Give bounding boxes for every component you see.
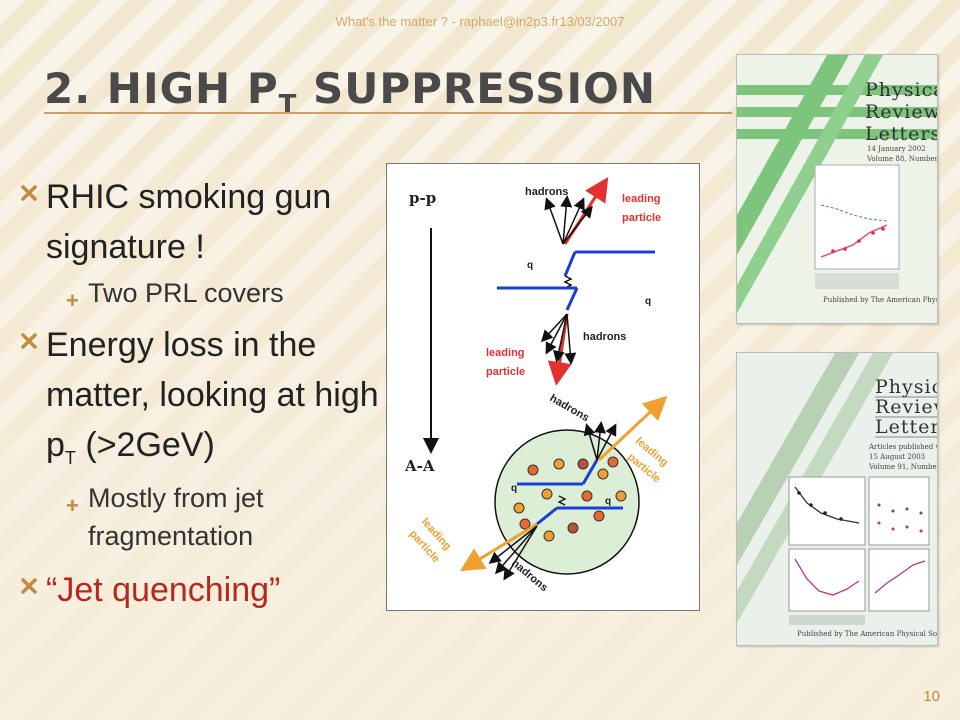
cover-date: 14 January 2002 [867,145,926,153]
cover-word-review: Review [865,101,937,123]
sub-bullet-item: + Mostly from jet fragmentation [20,479,380,555]
page-number: 10 [923,688,940,705]
jet-quenching-diagram: p-p A-A q q hadrons leading particle had… [386,163,700,611]
cover-issue-line: Articles published week ending [868,443,937,451]
slide-header: What's the matter ? - raphael@in2p3.fr13… [335,14,625,29]
svg-text:Letters: Letters [865,123,937,145]
svg-text:Physical: Physical [865,79,937,101]
bullet-text: Energy loss in the matter, looking at hi… [46,326,379,464]
bullet-item: “Jet quenching” [20,565,380,615]
slide-title: 2. High pT suppression [44,64,657,120]
bullet-list: RHIC smoking gun signature ! + Two PRL c… [20,172,380,615]
prl-cover-art: Physical Review Letters 14 January 2002 … [737,55,960,313]
medium-particles [513,456,627,542]
cover-figure [814,164,900,270]
svg-text:Review: Review [875,396,937,418]
aa-label: A-A [404,457,435,475]
cover-publisher: Published by The American Physical Socie… [823,296,937,304]
cover-volume: Volume 88, Number 2 [866,155,937,163]
hadron-arrow [503,525,538,581]
title-rest: suppression [297,64,657,113]
cover-word-letters: Letters [875,416,937,438]
sub-bullet-text: Two PRL covers [88,278,284,308]
hadron-arrow [583,423,598,461]
cover-word-physical: Physical [865,79,937,101]
title-subscript: T [278,90,298,120]
title-underline [44,112,732,114]
hadrons-label: hadrons [525,186,568,198]
quark-label: q [645,296,651,307]
aa-jet-up [581,459,599,485]
hadron-arrow [562,205,593,245]
quark-label: q [605,496,611,507]
particle-label: particle [486,366,525,378]
prl-cover-2003: Physical Review Letters Articles publish… [736,352,960,646]
prl-cover-art: Physical Review Letters Articles publish… [737,353,960,638]
x-bullet-icon [21,333,37,349]
hadron-arrow [564,313,577,365]
cover-volume: Volume 91, Number 7 [868,463,937,471]
cover-figure-grid [788,476,930,612]
hadron-arrow [553,313,568,363]
prl-cover-2002: Physical Review Letters 14 January 2002 … [736,54,960,324]
bullet-subscript: T [64,448,76,468]
hadron-arrow [562,197,585,245]
bullet-item: Energy loss in the matter, looking at hi… [20,320,380,475]
cover-date: 15 August 2003 [869,453,925,461]
cover-publisher: Published by The American Physical Socie… [797,630,937,638]
hadron-arrow [488,525,538,564]
pp-gluon-icon [563,275,573,289]
diagram-svg: p-p A-A q q hadrons leading particle had… [404,176,670,594]
leading-label: leading [622,193,661,205]
bullet-text-end: (>2GeV) [75,426,215,464]
cover-word-review: Review [875,396,937,418]
pp-label: p-p [409,189,436,207]
leading-label: leading [486,347,525,359]
x-bullet-icon [21,578,37,594]
hadrons-label: hadrons [583,331,626,343]
hadron-arrow [495,525,538,575]
cover-word-physical: Physical [875,376,937,398]
pp-jet-down [565,287,579,311]
hadron-arrow [545,313,568,355]
title-main: 2. High p [44,64,279,113]
sub-bullet-item: + Two PRL covers [20,274,380,313]
bullet-text-highlight: “Jet quenching” [46,571,281,609]
bullet-text: RHIC smoking gun signature ! [46,178,332,266]
svg-text:Physical: Physical [875,376,937,398]
leading-particle-arrow [459,522,538,572]
quark-label: q [527,260,533,271]
cover-word-letters: Letters [865,123,937,145]
plus-bullet-icon: + [66,288,79,313]
leading-particle-arrow [597,395,668,462]
quark-gluon-plasma [494,429,640,575]
quark-label: q [511,483,517,494]
aa-gluon-icon [557,495,567,506]
hadron-arrow [594,421,606,461]
plus-bullet-icon: + [66,493,79,518]
bullet-item: RHIC smoking gun signature ! [20,172,380,272]
hadron-arrow [540,313,568,343]
hadron-arrow [560,195,573,245]
x-bullet-icon [21,185,37,201]
hadron-arrow [544,197,564,245]
aa-jet-down [536,506,558,526]
svg-text:Review: Review [865,101,937,123]
sub-bullet-text: Mostly from jet fragmentation [88,483,264,551]
pp-jet-up [563,251,577,277]
svg-text:Letters: Letters [875,416,937,438]
hadrons-label: hadrons [548,392,592,424]
particle-label: particle [622,212,661,224]
hadron-arrow [596,423,617,461]
